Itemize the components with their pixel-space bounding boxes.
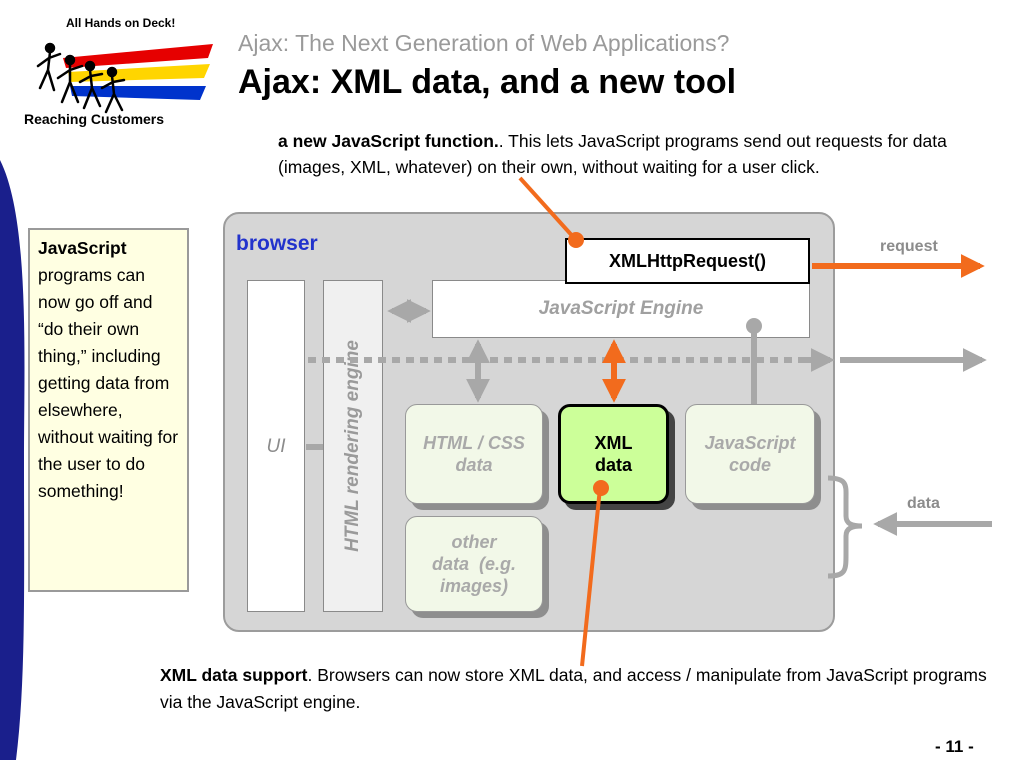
note-xml-support: XML data support. Browsers can now store…	[160, 662, 990, 716]
js-code-line1: JavaScript	[704, 433, 796, 453]
other-line3: images)	[439, 576, 508, 596]
note-top-text: . This lets JavaScript programs send out…	[278, 131, 947, 177]
browser-label: browser	[236, 232, 318, 255]
js-code-line2: code	[728, 455, 771, 475]
html-rendering-engine	[323, 280, 383, 612]
xml-line1: XML	[594, 433, 633, 453]
javascript-callout: JavaScript programs can now go off and “…	[28, 228, 189, 592]
xmlhttprequest-box: XMLHttpRequest()	[565, 238, 810, 284]
slide-title: Ajax: XML data, and a new tool	[238, 63, 737, 101]
javascript-engine-label: JavaScript Engine	[538, 298, 704, 319]
note-javascript-function: a new JavaScript function.. This lets Ja…	[278, 128, 998, 180]
html-css-line1: HTML / CSS	[423, 433, 525, 453]
rendering-engine-label: HTML rendering engine	[342, 340, 363, 552]
logo-name: Reaching Customers	[24, 111, 165, 127]
page-number: - 11 -	[935, 737, 974, 756]
xml-line2: data	[594, 455, 632, 475]
other-line2: data (e.g.	[431, 554, 516, 574]
callout-text: programs can now go off and “do their ow…	[38, 265, 179, 501]
decorative-swoosh	[0, 160, 25, 760]
slide-subtitle: Ajax: The Next Generation of Web Applica…	[238, 30, 730, 56]
data-label: data	[907, 495, 940, 512]
ui-label: UI	[266, 436, 286, 457]
callout-bold: JavaScript	[38, 238, 127, 258]
logo	[18, 8, 223, 133]
request-label: request	[880, 238, 938, 255]
other-line1: other	[451, 532, 497, 552]
logo-tagline: All Hands on Deck!	[66, 16, 176, 30]
ui-column	[247, 280, 305, 612]
note-bottom-text: . Browsers can now store XML data, and a…	[160, 665, 987, 712]
note-top-bold: a new JavaScript function.	[278, 131, 499, 151]
note-bottom-bold: XML data support	[160, 665, 308, 685]
html-css-line2: data	[455, 455, 493, 475]
